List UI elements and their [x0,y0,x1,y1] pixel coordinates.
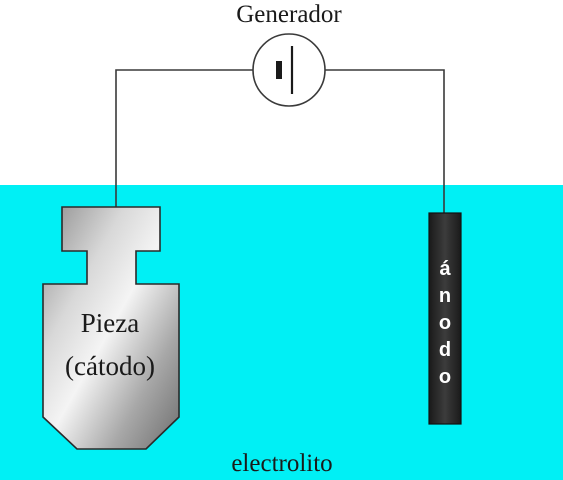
anode-bar [428,212,462,425]
circuit-wire [115,69,445,213]
generator-label: Generador [236,1,342,28]
anode-label-letter: o [439,312,451,334]
anode-label-letter: n [439,285,451,307]
anode-label-letter: á [439,258,451,280]
cathode-label-line2: (cátodo) [65,351,155,381]
cathode-piece [42,206,180,450]
anode-label-letter: o [439,366,451,388]
anode-label-letter: d [439,339,451,361]
cathode-label-line1: Pieza [81,308,139,338]
electrolyte-label: electrolito [231,450,332,477]
generator-icon [252,33,326,107]
